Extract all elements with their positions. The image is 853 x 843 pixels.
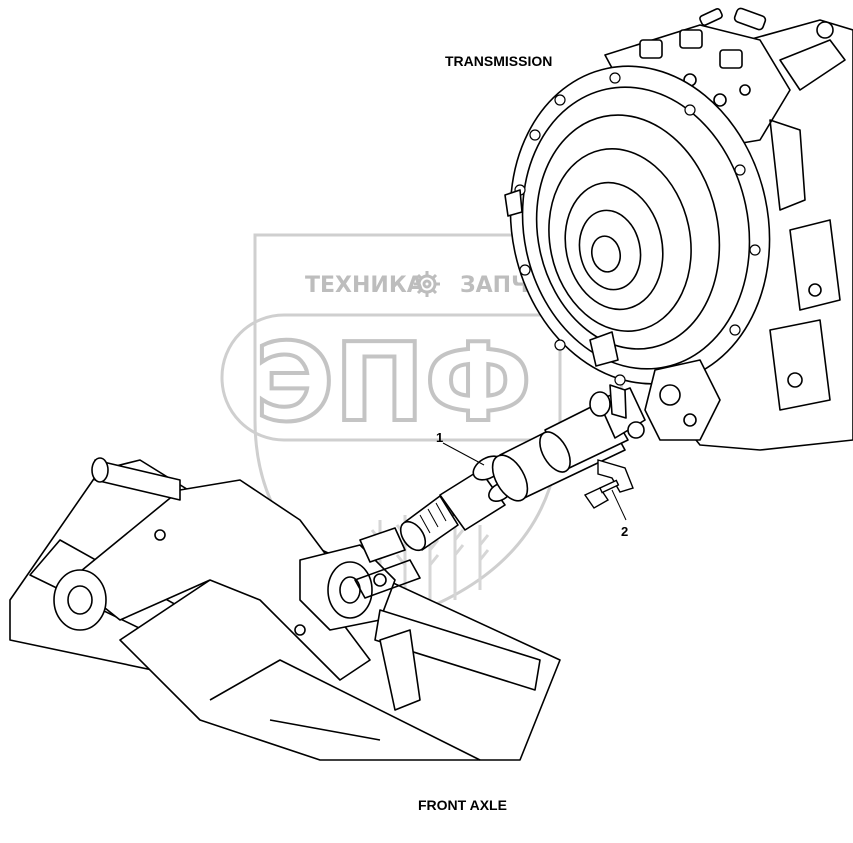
callout-1-number: 1 xyxy=(436,430,443,445)
flange-bolts xyxy=(514,72,761,386)
drive-shaft xyxy=(399,384,646,552)
callout-2-number: 2 xyxy=(621,524,628,539)
callout-2: 2 xyxy=(611,489,628,539)
gear-icon xyxy=(414,271,440,297)
callout-1: 1 xyxy=(436,430,485,466)
watermark-big-text: ЭПФ xyxy=(255,321,532,446)
bracket-bolt xyxy=(583,459,634,509)
transmission-label: TRANSMISSION xyxy=(445,53,552,69)
transmission xyxy=(504,7,853,451)
front-axle xyxy=(9,457,561,761)
u-joint-yoke xyxy=(439,469,506,531)
watermark-text-left: ТЕХНИКА xyxy=(305,273,424,298)
bracket xyxy=(597,459,634,493)
front-axle-label: FRONT AXLE xyxy=(418,797,507,813)
